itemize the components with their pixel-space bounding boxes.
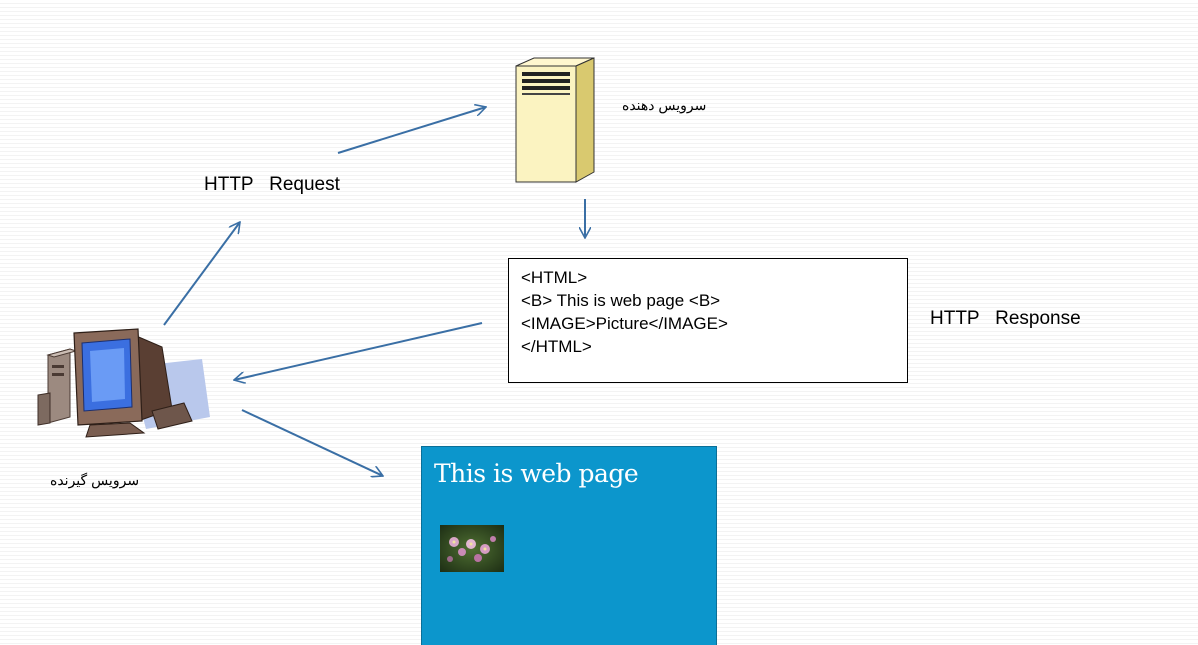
client-label: سرویس گیرنده [50, 472, 140, 488]
code-line: </HTML> [521, 337, 592, 356]
http-request-label: HTTP Request [204, 174, 340, 195]
response-code-box: <HTML> <B> This is web page <B> <IMAGE>P… [508, 258, 908, 383]
rendered-web-page: This is web page [421, 446, 717, 645]
arrow-response-to-client [234, 322, 483, 380]
arrow-client-to-request [163, 222, 240, 326]
flower-photo-icon [440, 525, 504, 572]
server-tower-icon [515, 57, 595, 183]
arrow-client-to-browser [241, 409, 383, 476]
code-line: <B> This is web page <B> [521, 291, 721, 310]
code-line: <IMAGE>Picture</IMAGE> [521, 314, 728, 333]
arrow-request-to-server [337, 107, 486, 154]
http-response-label: HTTP Response [930, 308, 1081, 329]
code-line: <HTML> [521, 268, 588, 287]
server-label: سرویس دهنده [622, 97, 707, 113]
desktop-computer-icon [37, 328, 210, 438]
rendered-page-title: This is web page [434, 459, 639, 488]
